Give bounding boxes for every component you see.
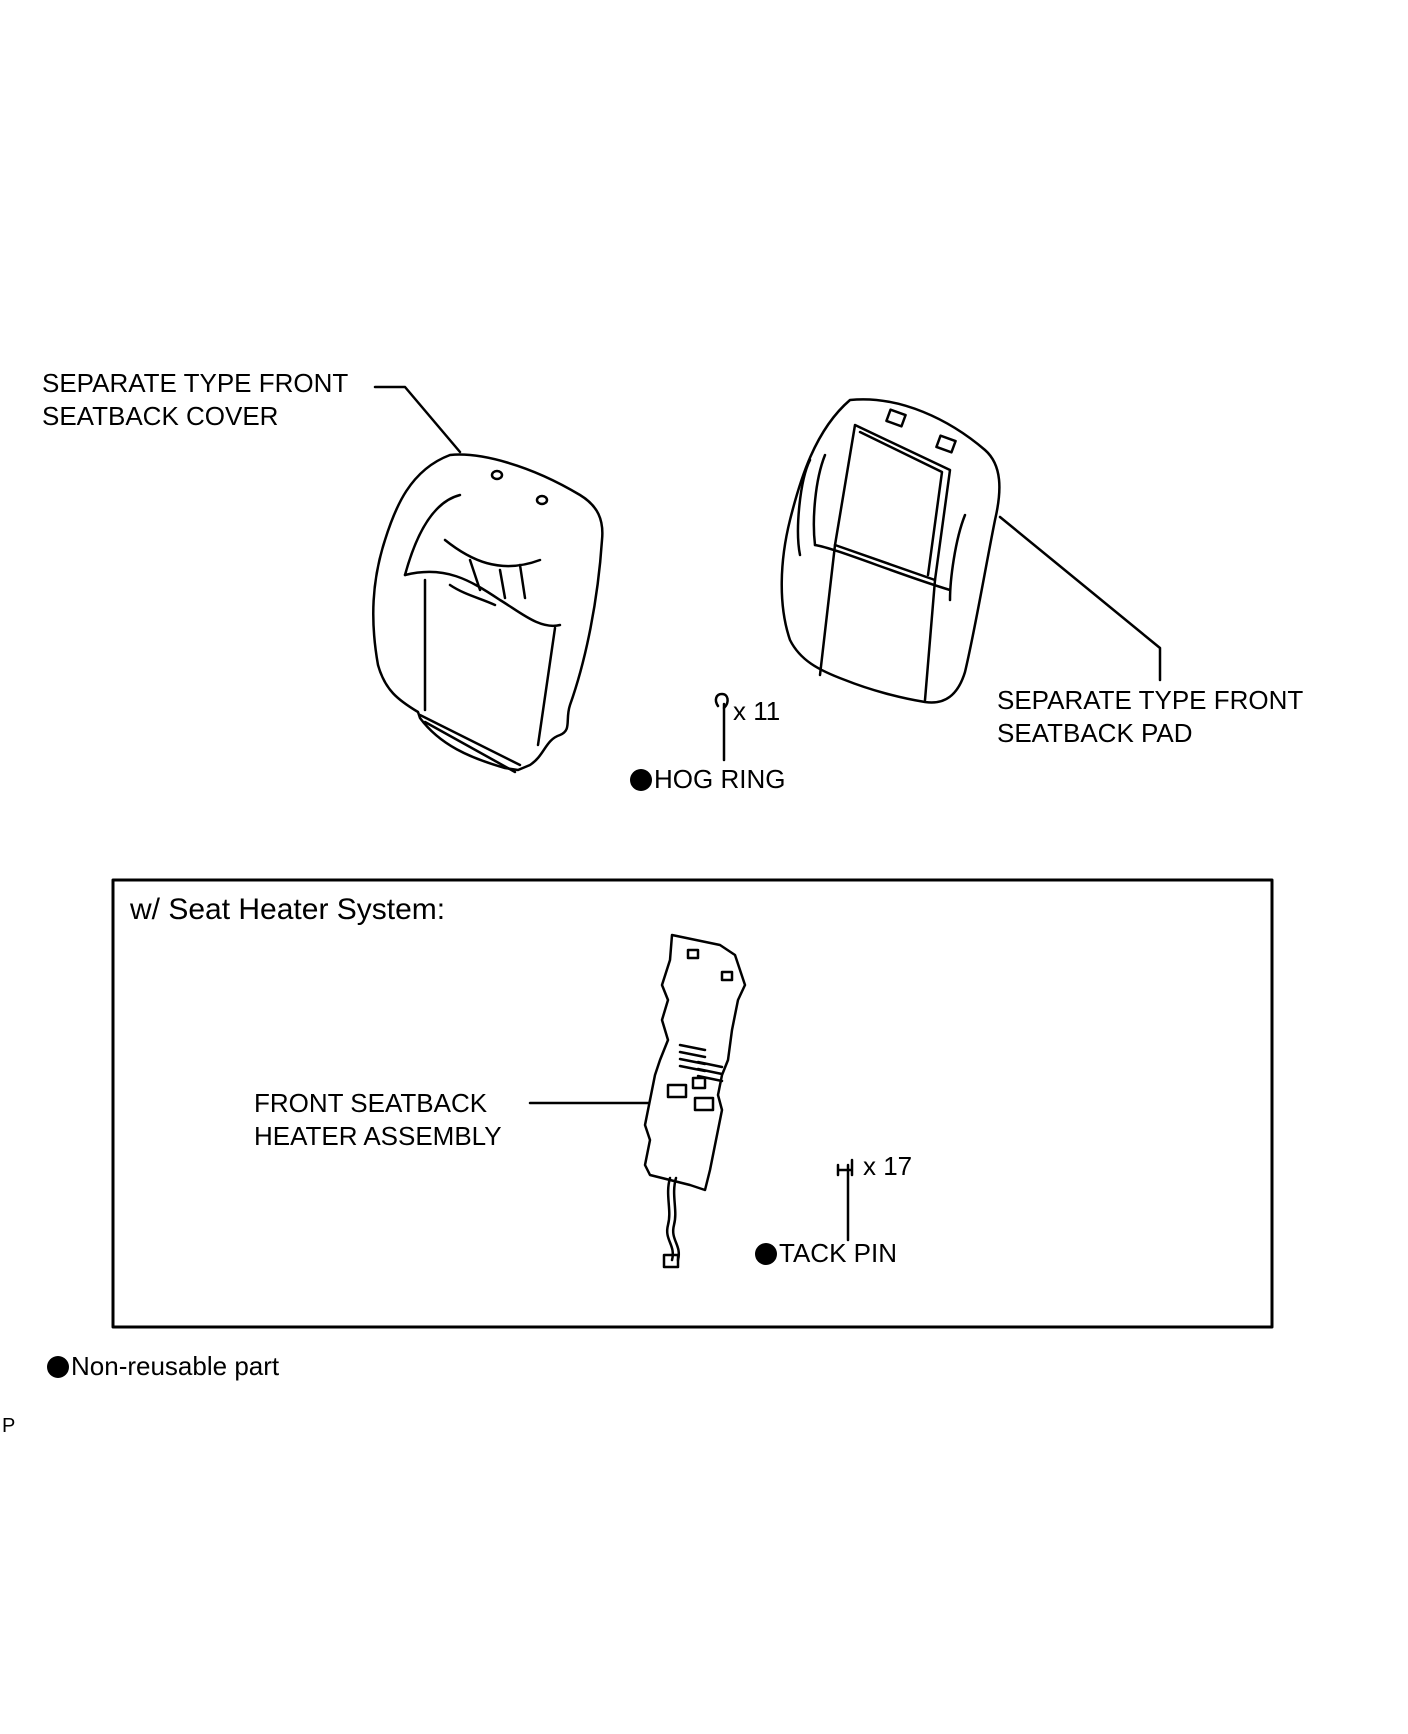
heater-assembly-label: FRONT SEATBACK HEATER ASSEMBLY — [254, 1087, 502, 1153]
legend-non-reusable: Non-reusable part — [47, 1350, 279, 1383]
heater-assembly-drawing — [643, 933, 747, 1269]
non-reusable-dot-icon — [47, 1356, 69, 1378]
tack-pin-label: TACK PIN — [755, 1237, 897, 1270]
tack-pin-quantity: x 17 — [863, 1151, 913, 1181]
hog-ring-icon — [714, 692, 729, 762]
heater-system-title: w/ Seat Heater System: — [130, 893, 446, 926]
seatback-pad-drawing — [780, 398, 1001, 704]
seatback-cover-label-line2: SEATBACK COVER — [42, 401, 279, 431]
hog-ring-text: HOG RING — [654, 764, 786, 794]
hog-ring-quantity: x 11 — [733, 696, 781, 726]
pad-leader-line — [998, 515, 1162, 682]
tack-pin-icon — [836, 1158, 854, 1242]
legend-non-reusable-text: Non-reusable part — [71, 1351, 280, 1381]
seatback-cover-label: SEPARATE TYPE FRONT SEATBACK COVER — [42, 367, 348, 433]
seatback-pad-label-line2: SEATBACK PAD — [997, 718, 1193, 748]
non-reusable-dot-icon — [755, 1243, 777, 1265]
footer-mark: P — [2, 1415, 16, 1437]
heater-assembly-label-line1: FRONT SEATBACK — [254, 1088, 488, 1118]
heater-assembly-label-line2: HEATER ASSEMBLY — [254, 1121, 502, 1151]
non-reusable-dot-icon — [630, 769, 652, 791]
heater-system-frame — [111, 878, 1274, 1329]
seatback-pad-label-line1: SEPARATE TYPE FRONT — [997, 685, 1304, 715]
seatback-cover-drawing — [372, 453, 604, 774]
seatback-pad-label: SEPARATE TYPE FRONT SEATBACK PAD — [997, 684, 1303, 750]
tack-pin-text: TACK PIN — [779, 1238, 897, 1268]
hog-ring-label: HOG RING — [630, 763, 785, 796]
cover-leader-line — [373, 385, 462, 454]
seatback-cover-label-line1: SEPARATE TYPE FRONT — [42, 368, 349, 398]
